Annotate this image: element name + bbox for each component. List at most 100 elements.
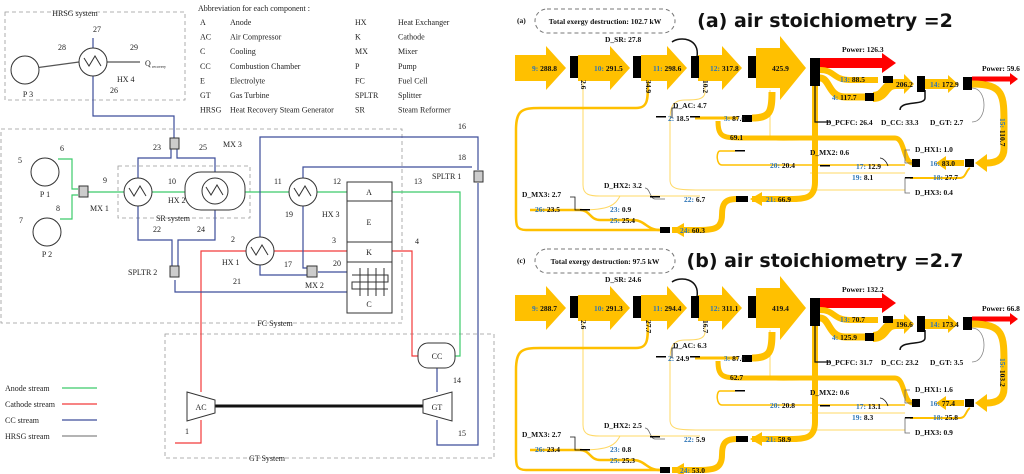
stream-value: 60.3 — [692, 226, 705, 235]
pump-p1 — [30, 157, 60, 187]
label-anode: A — [366, 188, 372, 197]
arrowhead — [975, 154, 987, 172]
flow-25-26 — [530, 448, 661, 472]
flow-loop-r2 — [514, 79, 660, 232]
stream-number: 24: — [680, 466, 690, 474]
flow-arrow-sr-out — [756, 276, 806, 340]
component-block — [650, 196, 660, 198]
stream-value: 18.5 — [676, 114, 689, 123]
flow-value-r3: 16.7 — [701, 320, 710, 333]
label-s13: 13 — [414, 177, 422, 186]
stream-label-15: 15: 110.7 — [998, 118, 1007, 147]
label-mx3: MX 3 — [223, 140, 242, 149]
component-block — [965, 159, 974, 167]
destruction-link-gt — [971, 87, 985, 123]
label-hx2: HX 2 — [168, 196, 186, 205]
label-p1: P 1 — [40, 190, 50, 199]
flow-mx-out — [872, 79, 905, 102]
flow-value-recycle: 69.1 — [730, 133, 743, 142]
legend-label: HRSG stream — [5, 432, 50, 441]
abbreviation-heading: Abbreviation for each component : — [198, 4, 310, 13]
stream-number: 4: — [832, 333, 838, 342]
destruction-d-gt: D_GT: 3.5 — [930, 358, 963, 367]
stream-label-20: 20: 20.4 — [770, 161, 795, 170]
sankey-panel-a: (a)Total exergy destruction: 102.7 kW(a)… — [514, 8, 1020, 237]
component-block — [865, 93, 874, 101]
legend-label: Cathode stream — [5, 400, 56, 409]
flow-13 — [819, 67, 878, 83]
arrowhead — [904, 314, 914, 334]
stream-label-12: 12: 317.8 — [710, 64, 739, 73]
pump-p3 — [10, 55, 40, 85]
flow-18 — [910, 167, 971, 179]
component-block — [810, 298, 820, 326]
abbreviation-meaning: Heat Exchanger — [398, 18, 450, 27]
flow-3-to-sr — [751, 91, 776, 122]
component-block — [690, 356, 700, 358]
component-block — [883, 76, 893, 83]
label-spltr2: SPLTR 2 — [128, 268, 157, 277]
label-s8: 8 — [56, 204, 60, 213]
power-label-gt: Power: 66.8 — [982, 304, 1020, 313]
label-spltr1: SPLTR 1 — [432, 172, 461, 181]
stream-value: 77.4 — [942, 399, 955, 408]
cc-stream-lines — [137, 136, 479, 446]
stream-label-14: 14: 173.4 — [930, 320, 959, 329]
destruction-link-mx2 — [879, 397, 889, 407]
label-p2: P 2 — [42, 250, 52, 259]
flow-line-r3 — [669, 318, 905, 431]
abbreviation-meaning: Heat Recovery Steam Generator — [230, 106, 334, 115]
stream-label-25: 25: 25.3 — [610, 456, 635, 465]
stream-label-23: 23: 0.9 — [610, 205, 632, 214]
stream-number: 11: — [653, 64, 663, 73]
label-gt-system: GT System — [249, 454, 286, 463]
stream-number: 14: — [930, 320, 940, 329]
stream-value: 0.8 — [622, 445, 632, 454]
power-label-fc: Power: 132.2 — [842, 285, 884, 294]
flow-value-mx-out: 206.2 — [896, 80, 913, 89]
abbreviation-meaning: Cathode — [398, 33, 425, 42]
component-block — [820, 405, 830, 407]
component-block — [570, 296, 578, 318]
arrowhead — [904, 74, 914, 94]
component-block — [748, 56, 756, 78]
flow-line-r1 — [582, 78, 700, 197]
stream-number: 17: — [856, 402, 866, 411]
abbreviation-code: AC — [200, 33, 211, 42]
component-block — [742, 115, 752, 122]
destruction-link-cc — [899, 90, 926, 111]
label-s6: 6 — [60, 144, 64, 153]
label-hrsg-system: HRSG system — [52, 9, 98, 18]
destruction-link-mx2 — [879, 157, 889, 167]
component-block — [580, 449, 590, 451]
panel-title: (b) air stoichiometry =2.7 — [687, 250, 964, 272]
label-gt: GT — [432, 403, 443, 412]
stream-value: 13.1 — [868, 402, 881, 411]
abbreviation-meaning: Fuel Cell — [398, 76, 428, 85]
label-s18: 18 — [458, 153, 466, 162]
component-block — [963, 317, 972, 330]
stream-number: 10: — [594, 304, 604, 313]
flow-4 — [819, 314, 865, 341]
stream-label-4: 4: 125.9 — [832, 333, 857, 342]
fc-system-box — [0, 128, 403, 324]
total-destruction-box — [534, 248, 676, 274]
stream-label-26: 26: 23.5 — [535, 205, 560, 214]
label-ac: AC — [195, 403, 206, 412]
stream-value: 58.9 — [778, 435, 791, 444]
label-hx4: HX 4 — [117, 75, 135, 84]
flow-line-20 — [716, 390, 905, 406]
stream-number: 15: — [998, 118, 1007, 128]
stream-value: 288.8 — [540, 64, 557, 73]
stream-value: 87.6 — [732, 354, 745, 363]
power-arrow-gt — [972, 73, 1018, 85]
legend-label: Anode stream — [5, 384, 50, 393]
stream-number: 11: — [653, 304, 663, 313]
stream-value: 288.7 — [540, 304, 557, 313]
stream-label-21: 21: 58.9 — [766, 435, 791, 444]
label-p3: P 3 — [23, 90, 33, 99]
stream-value: 311.1 — [722, 304, 739, 313]
mixer-mx3 — [169, 137, 180, 150]
destruction-link-pcfc — [814, 86, 830, 123]
component-block — [965, 399, 974, 407]
